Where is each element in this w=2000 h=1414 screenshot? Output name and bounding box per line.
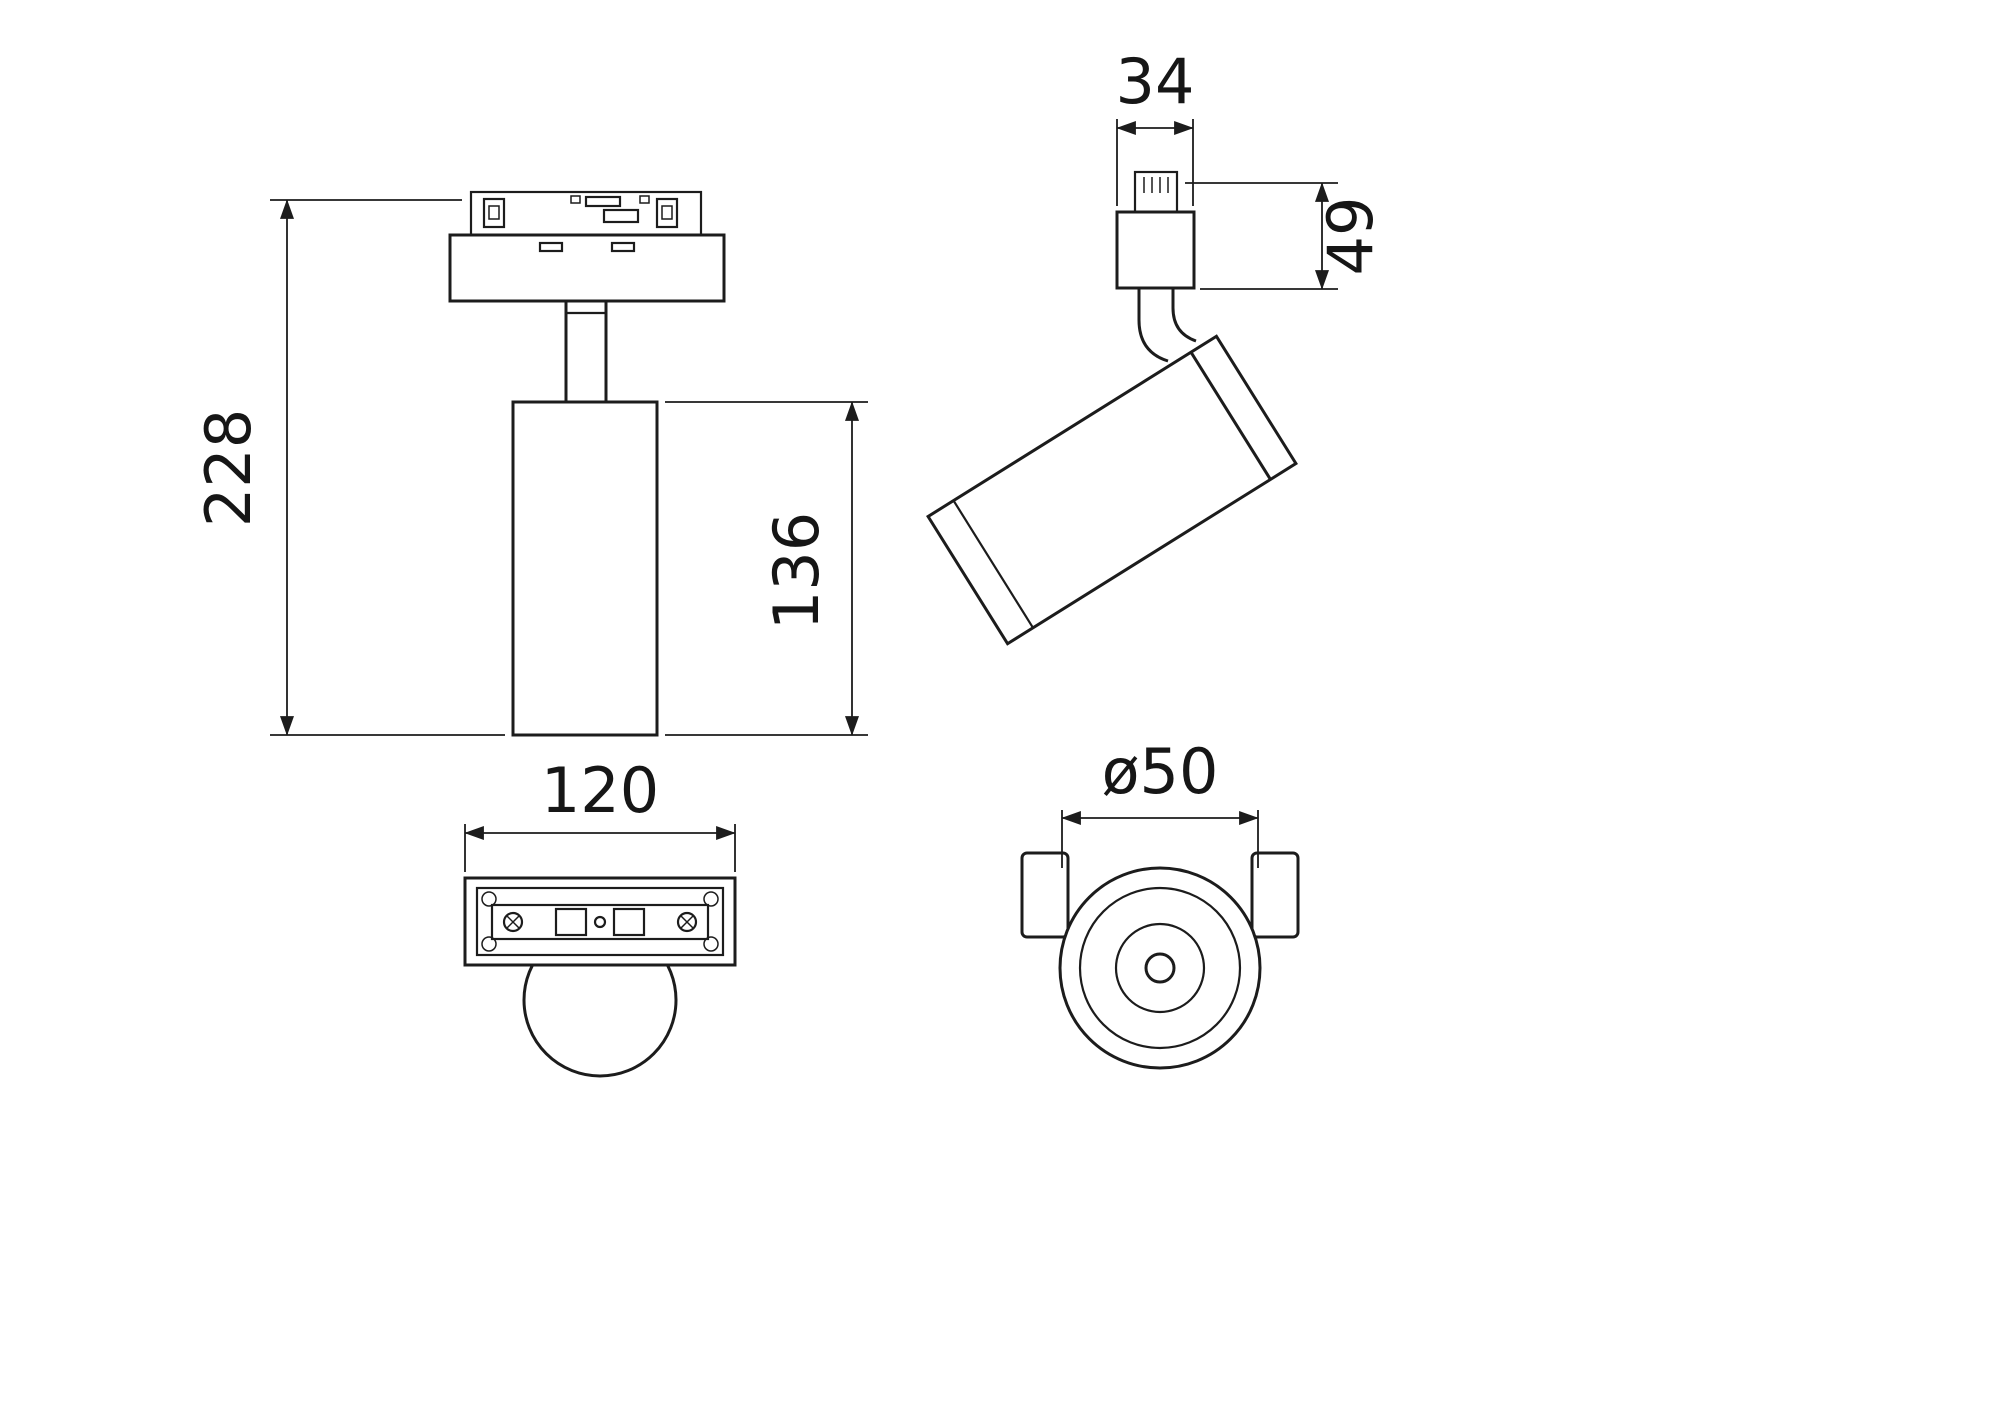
head-lens-ring: [1114, 922, 1206, 1014]
side-stem: [1137, 288, 1169, 363]
head-bezel-ring: [1078, 886, 1242, 1050]
dim-base-width-label: 120: [541, 754, 659, 827]
bottom-base-plate: [463, 876, 737, 967]
head-right-tab: [1250, 851, 1300, 939]
dim-adapter-width-label: 34: [1116, 45, 1195, 118]
dim-adapter-height: 49: [1185, 182, 1387, 290]
dim-body-height: 136: [665, 401, 868, 736]
front-mount-box: [448, 233, 726, 303]
side-track-adapter: [1115, 170, 1196, 290]
dim-body-height-label: 136: [760, 512, 833, 630]
side-view: [926, 170, 1298, 646]
side-body-cylinder: [926, 334, 1298, 646]
front-track-adapter: [469, 190, 703, 237]
dim-adapter-width: 34: [1116, 45, 1195, 206]
head-view: [1020, 851, 1300, 1070]
dim-overall-height-label: 228: [192, 409, 265, 527]
bottom-contact-bar: [490, 903, 710, 941]
dim-overall-height: 228: [192, 199, 505, 736]
front-view: [448, 190, 726, 737]
bottom-view: [463, 876, 737, 1078]
head-outer-circle: [1058, 866, 1262, 1070]
head-left-tab: [1020, 851, 1070, 939]
dim-base-width: 120: [464, 754, 736, 872]
head-led-dot: [1144, 952, 1176, 984]
front-body-cylinder: [511, 400, 659, 737]
dim-adapter-height-label: 49: [1314, 197, 1387, 276]
front-stem: [564, 299, 608, 404]
dim-head-diameter-label: ø50: [1102, 735, 1219, 808]
dim-head-diameter: ø50: [1061, 735, 1259, 868]
